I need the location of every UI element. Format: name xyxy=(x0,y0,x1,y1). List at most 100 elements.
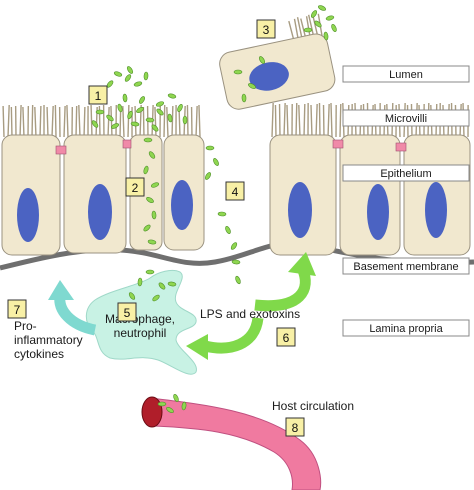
microvillus xyxy=(127,104,130,138)
host-circulation-label: Host circulation xyxy=(272,399,354,413)
tight-junction xyxy=(332,139,344,149)
nucleus xyxy=(88,184,112,240)
bacterium xyxy=(181,401,187,411)
region-lamina-propria: Lamina propria xyxy=(342,319,470,337)
bacterium xyxy=(117,103,123,113)
microvillus xyxy=(286,104,289,138)
step-number: 4 xyxy=(232,185,239,199)
bacterium xyxy=(167,113,173,123)
microvillus xyxy=(283,102,286,138)
bacterium xyxy=(91,120,99,128)
microvillus xyxy=(83,106,86,138)
microvillus xyxy=(298,104,301,138)
nucleus xyxy=(288,182,312,238)
bacterium xyxy=(113,71,123,77)
cytokines-label-line2: inflammatory xyxy=(14,333,83,347)
region-epithelium: Epithelium xyxy=(342,164,470,182)
bacterium xyxy=(155,101,165,107)
microvillus xyxy=(31,104,34,138)
bacterium xyxy=(137,277,143,287)
microvillus xyxy=(318,102,321,138)
nucleus xyxy=(367,184,389,240)
bacterium xyxy=(182,115,188,125)
microvillus xyxy=(122,105,125,138)
macrophage-label-line1: Macrophage, xyxy=(105,312,175,326)
step-8: 8 xyxy=(285,417,305,437)
bacterium xyxy=(205,145,215,151)
lps-label: LPS and exotoxins xyxy=(200,307,300,321)
nucleus xyxy=(17,188,39,242)
microvillus xyxy=(163,104,166,138)
bacterium xyxy=(150,182,160,188)
bacterium xyxy=(143,165,149,175)
macrophage-neutrophil xyxy=(85,269,197,375)
microvillus xyxy=(271,102,274,138)
bacterium xyxy=(331,23,337,33)
microvillus xyxy=(75,105,78,138)
microvillus xyxy=(46,106,49,138)
bacterium xyxy=(314,20,322,28)
bacterium xyxy=(106,114,114,122)
step-number: 7 xyxy=(14,303,21,317)
microvillus xyxy=(7,104,10,138)
microvillus xyxy=(171,105,174,138)
microvillus xyxy=(34,106,37,138)
bacterium xyxy=(143,137,153,143)
left-epithelium xyxy=(1,104,205,256)
microvillus xyxy=(315,103,318,138)
bacterium xyxy=(143,224,151,232)
bacterium xyxy=(310,10,318,18)
bacterium xyxy=(124,74,132,82)
bacterium xyxy=(225,225,231,235)
bacterium xyxy=(231,259,241,265)
bacterium xyxy=(122,93,128,103)
bacterium xyxy=(145,269,155,275)
bacterium xyxy=(147,239,157,245)
microvillus xyxy=(198,104,201,138)
bacterium xyxy=(158,282,166,290)
bacterium xyxy=(145,117,155,123)
microvillus xyxy=(195,105,198,138)
microvillus xyxy=(310,104,313,138)
bacterium xyxy=(173,393,179,403)
bacterium xyxy=(152,294,160,302)
microvillus xyxy=(154,106,157,138)
region-basement-membrane: Basement membrane xyxy=(342,257,470,275)
bacterium xyxy=(213,158,219,166)
step-number: 5 xyxy=(124,306,131,320)
microvillus xyxy=(134,105,137,138)
microvillus xyxy=(110,105,113,138)
macrophage-label-line2: neutrophil xyxy=(114,326,167,340)
tight-junction xyxy=(55,145,67,155)
region-label-lamina-propria: Lamina propria xyxy=(369,323,443,335)
bacterium xyxy=(204,172,212,180)
microvillus xyxy=(66,104,69,138)
region-label-epithelium: Epithelium xyxy=(380,168,431,180)
bacterium xyxy=(151,210,157,220)
bacterium xyxy=(167,281,177,287)
microvillus xyxy=(90,104,93,138)
bacteria-cluster xyxy=(91,5,337,414)
bacterium xyxy=(241,93,247,103)
region-label-microvilli: Microvilli xyxy=(385,113,427,125)
bacterium xyxy=(127,110,133,120)
step-5: 5 xyxy=(117,302,137,322)
step-number: 8 xyxy=(292,421,299,435)
step-3: 3 xyxy=(256,19,276,39)
cytokines-label-line3: cytokines xyxy=(14,347,64,361)
nucleus xyxy=(425,182,447,238)
step-7: 7 xyxy=(7,299,27,319)
bacterium xyxy=(156,108,164,116)
step-number: 2 xyxy=(132,181,139,195)
region-label-basement-membrane: Basement membrane xyxy=(353,261,458,273)
step-2: 2 xyxy=(125,177,145,197)
bacterium xyxy=(128,292,136,300)
blood-vessel xyxy=(141,396,322,490)
tight-junction xyxy=(122,139,132,149)
microvillus xyxy=(295,102,298,138)
bacterium xyxy=(317,5,327,11)
microvillus xyxy=(303,103,306,138)
microvillus xyxy=(39,105,42,138)
